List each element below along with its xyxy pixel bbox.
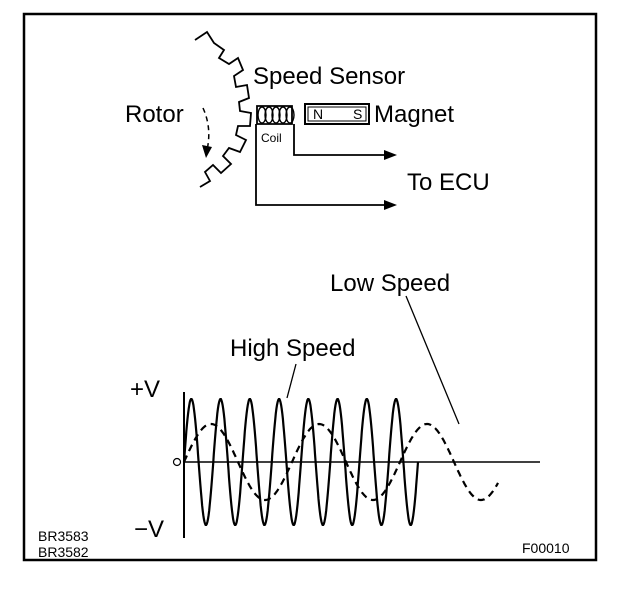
ecu-lead-lower (255, 124, 388, 206)
minus-v-label: −V (134, 516, 164, 543)
low-speed-waveform (182, 422, 499, 502)
to-ecu-label: To ECU (407, 169, 490, 196)
rotation-arrowhead (202, 145, 212, 158)
plus-v-label: +V (130, 376, 160, 403)
magnet-label: Magnet (374, 101, 454, 128)
low-speed-label: Low Speed (330, 270, 450, 297)
low-speed-leader (405, 295, 460, 425)
magnet-body (304, 103, 370, 125)
high-speed-waveform (182, 398, 420, 526)
speed-sensor-label: Speed Sensor (253, 63, 405, 90)
coil-core (256, 105, 293, 125)
magnet-south-label: S (353, 106, 362, 122)
high-speed-label: High Speed (230, 335, 355, 362)
ecu-lead-upper (293, 124, 388, 156)
high-speed-leader (286, 363, 297, 399)
rotor-label: Rotor (125, 101, 184, 128)
coil-windings (257, 106, 295, 124)
ecu-lead-lower-arrowhead (384, 200, 397, 210)
figure-frame (22, 12, 598, 562)
origin-marker (172, 457, 182, 467)
rotation-arrow (202, 107, 210, 151)
magnet-north-label: N (313, 106, 323, 122)
figure-code-left-top: BR3583 (38, 528, 89, 544)
figure-code-left-bottom: BR3582 (38, 544, 89, 560)
coil-label: Coil (261, 131, 282, 145)
rotor-teeth (194, 30, 252, 188)
ecu-lead-upper-arrowhead (384, 150, 397, 160)
figure-code-right: F00010 (522, 540, 570, 556)
